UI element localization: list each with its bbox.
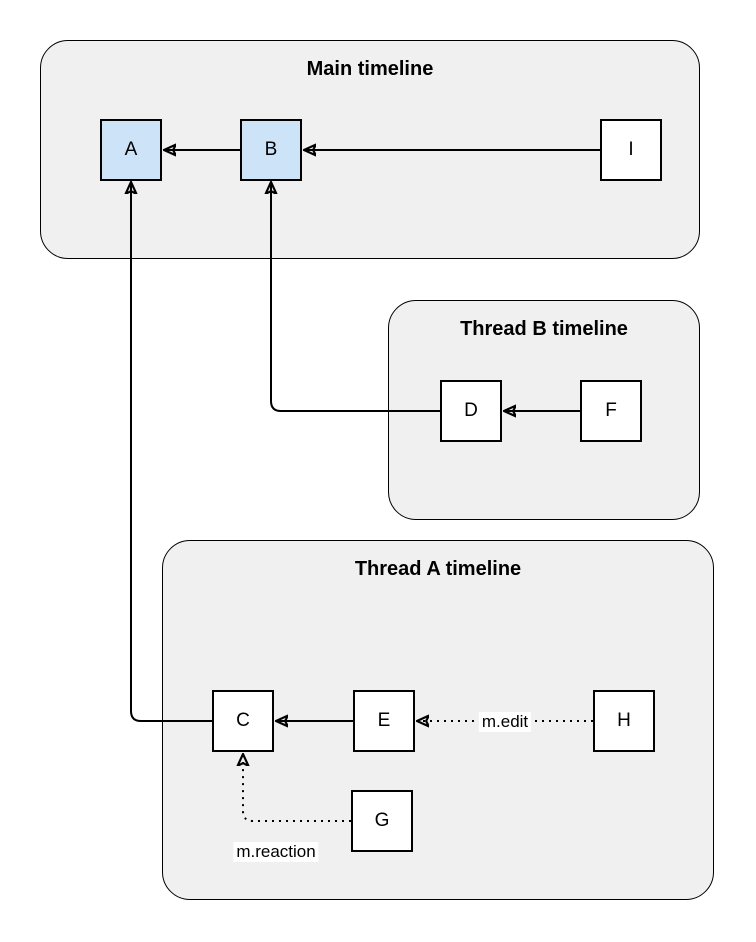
node-c: C xyxy=(212,690,274,752)
node-e: E xyxy=(353,690,415,752)
main-timeline-title: Main timeline xyxy=(306,58,434,80)
node-d: D xyxy=(440,380,502,442)
node-g: G xyxy=(351,790,413,852)
node-i: I xyxy=(600,119,662,181)
node-h: H xyxy=(593,690,655,752)
thread-b-timeline-container: Thread B timeline xyxy=(388,300,700,520)
thread-b-timeline-title: Thread B timeline xyxy=(460,318,628,340)
node-a: A xyxy=(100,119,162,181)
edge-label-m-edit: m.edit xyxy=(478,712,532,732)
node-f: F xyxy=(580,380,642,442)
edge-label-m-reaction: m.reaction xyxy=(233,842,319,862)
node-b: B xyxy=(240,119,302,181)
thread-a-timeline-title: Thread A timeline xyxy=(354,558,522,580)
